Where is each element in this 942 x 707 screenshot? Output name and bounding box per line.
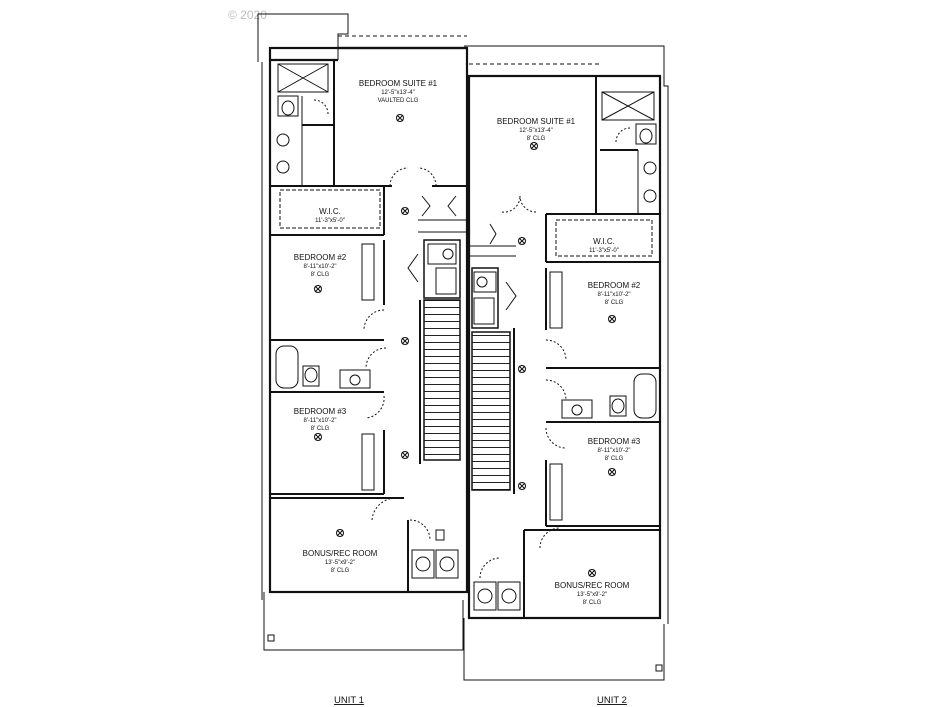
room-label-bedroom-3: BEDROOM #3 8'-11"x10'-2" 8' CLG bbox=[294, 407, 347, 432]
svg-text:BONUS/REC ROOM: BONUS/REC ROOM bbox=[303, 549, 378, 558]
svg-text:12'-5"x13'-4": 12'-5"x13'-4" bbox=[519, 128, 553, 134]
svg-text:BEDROOM #2: BEDROOM #2 bbox=[294, 253, 347, 262]
svg-text:11'-3"x5'-0": 11'-3"x5'-0" bbox=[589, 248, 619, 254]
room-label-bonus-rec-room: BONUS/REC ROOM 13'-5"x9'-2" 8' CLG bbox=[555, 581, 630, 606]
svg-text:8'-11"x10'-2": 8'-11"x10'-2" bbox=[597, 292, 630, 298]
svg-text:BEDROOM SUITE #1: BEDROOM SUITE #1 bbox=[497, 117, 576, 126]
svg-text:8' CLG: 8' CLG bbox=[311, 272, 330, 278]
unit-1-ceiling-lights bbox=[314, 114, 409, 537]
room-label-bedroom-2: BEDROOM #2 8'-11"x10'-2" 8' CLG bbox=[294, 253, 347, 278]
svg-text:13'-5"x9'-2": 13'-5"x9'-2" bbox=[325, 560, 355, 566]
room-label-bedroom-3: BEDROOM #3 8'-11"x10'-2" 8' CLG bbox=[588, 437, 641, 462]
room-label-bedroom-suite-1: BEDROOM SUITE #1 12'-5"x13'-4" 8' CLG bbox=[497, 117, 576, 142]
svg-text:BEDROOM #3: BEDROOM #3 bbox=[588, 437, 641, 446]
svg-text:8'-11"x10'-2": 8'-11"x10'-2" bbox=[597, 448, 630, 454]
svg-text:W.I.C.: W.I.C. bbox=[319, 207, 341, 216]
svg-text:8'-11"x10'-2": 8'-11"x10'-2" bbox=[303, 264, 336, 270]
room-label-bedroom-suite-1: BEDROOM SUITE #1 12'-5"x13'-4" VAULTED C… bbox=[359, 79, 438, 104]
svg-text:8' CLG: 8' CLG bbox=[527, 136, 546, 142]
svg-text:12'-5"x13'-4": 12'-5"x13'-4" bbox=[381, 90, 415, 96]
svg-text:8'-11"x10'-2": 8'-11"x10'-2" bbox=[303, 418, 336, 424]
room-label-wic: W.I.C. 11'-3"x5'-0" bbox=[315, 207, 345, 224]
unit-1-caption: UNIT 1 bbox=[334, 695, 364, 706]
svg-text:BEDROOM #2: BEDROOM #2 bbox=[588, 281, 641, 290]
svg-text:8' CLG: 8' CLG bbox=[311, 426, 330, 432]
svg-text:8' CLG: 8' CLG bbox=[331, 568, 350, 574]
unit-2-caption: UNIT 2 bbox=[597, 695, 627, 706]
svg-text:VAULTED CLG: VAULTED CLG bbox=[378, 98, 419, 104]
copyright-watermark: © 2020 bbox=[228, 8, 267, 22]
unit-2-ceiling-lights bbox=[518, 142, 616, 577]
svg-text:13'-5"x9'-2": 13'-5"x9'-2" bbox=[577, 592, 607, 598]
room-label-bedroom-2: BEDROOM #2 8'-11"x10'-2" 8' CLG bbox=[588, 281, 641, 306]
svg-text:8' CLG: 8' CLG bbox=[583, 600, 602, 606]
svg-text:BEDROOM SUITE #1: BEDROOM SUITE #1 bbox=[359, 79, 438, 88]
unit-2-labels: BEDROOM SUITE #1 12'-5"x13'-4" 8' CLG W.… bbox=[497, 117, 641, 606]
svg-text:BEDROOM #3: BEDROOM #3 bbox=[294, 407, 347, 416]
room-label-bonus-rec-room: BONUS/REC ROOM 13'-5"x9'-2" 8' CLG bbox=[303, 549, 378, 574]
unit-1-labels: BEDROOM SUITE #1 12'-5"x13'-4" VAULTED C… bbox=[294, 79, 438, 574]
unit-2-plan bbox=[463, 45, 669, 681]
unit-1-plan bbox=[257, 13, 469, 651]
svg-text:11'-3"x5'-0": 11'-3"x5'-0" bbox=[315, 218, 345, 224]
room-label-wic: W.I.C. 11'-3"x5'-0" bbox=[589, 237, 619, 254]
svg-text:8' CLG: 8' CLG bbox=[605, 456, 624, 462]
svg-text:8' CLG: 8' CLG bbox=[605, 300, 624, 306]
svg-text:W.I.C.: W.I.C. bbox=[593, 237, 615, 246]
svg-text:BONUS/REC ROOM: BONUS/REC ROOM bbox=[555, 581, 630, 590]
